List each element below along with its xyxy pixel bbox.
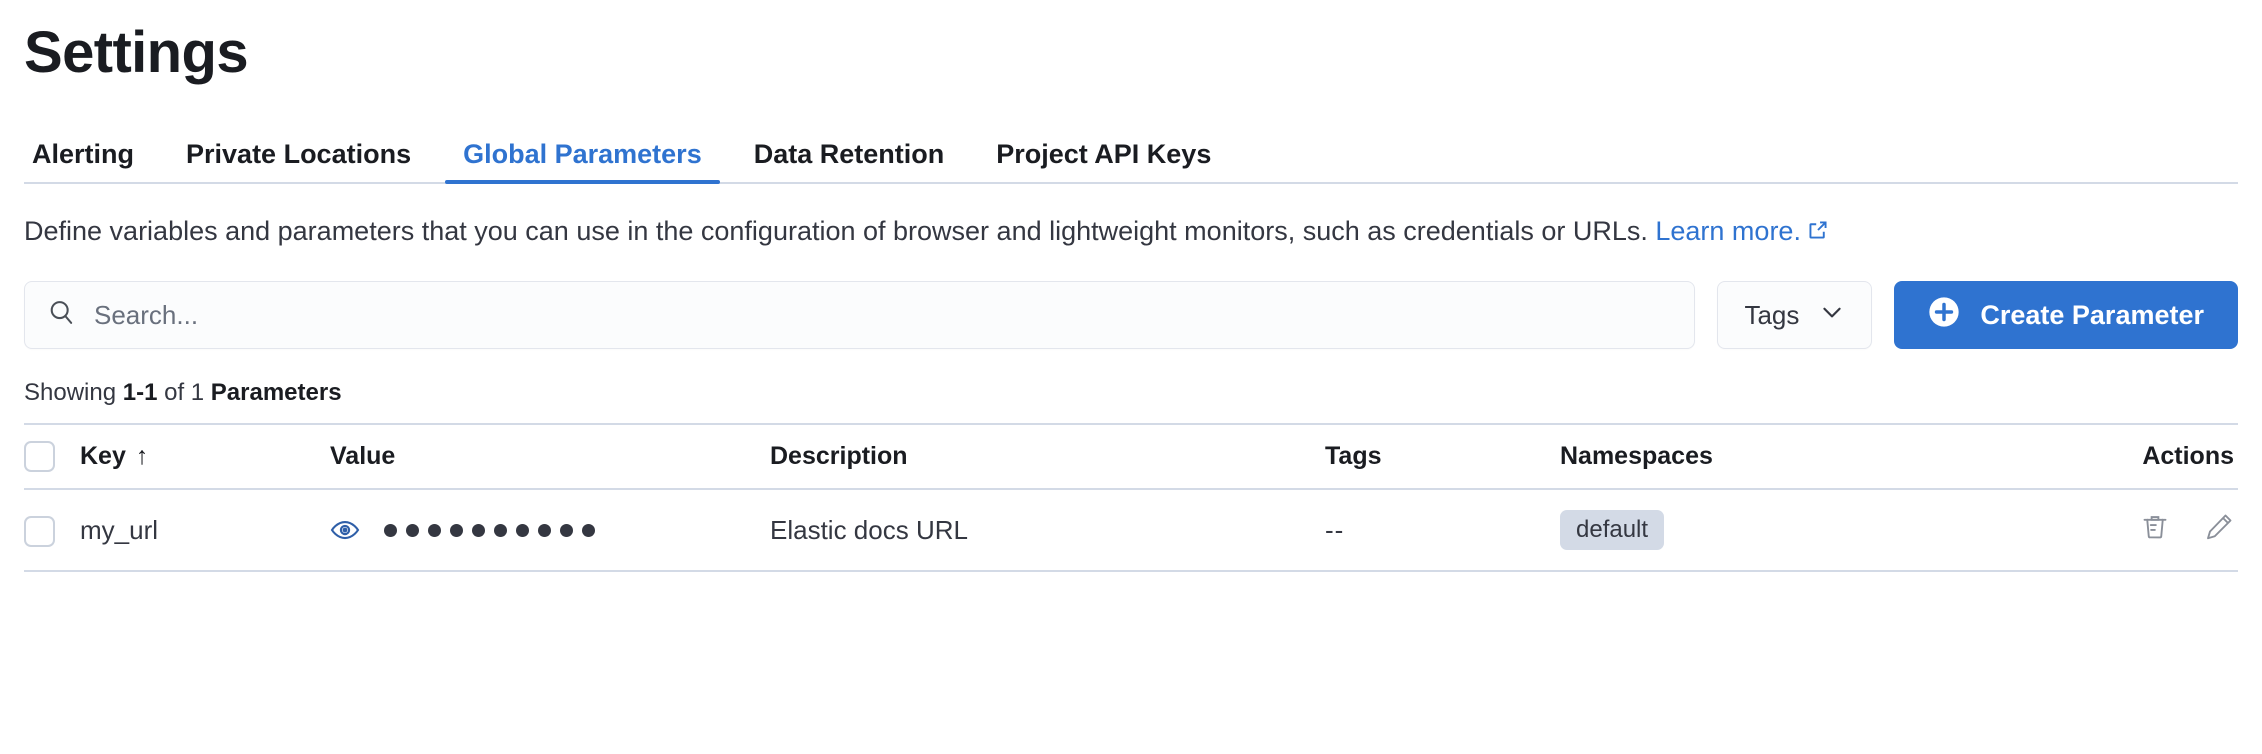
row-tags-cell: -- — [1325, 489, 1560, 573]
key-column-label: Key — [80, 442, 126, 471]
row-namespaces-cell: default — [1560, 489, 2135, 573]
row-actions-cell — [2135, 489, 2238, 573]
create-parameter-button[interactable]: Create Parameter — [1894, 281, 2238, 350]
tags-column-label: Tags — [1325, 442, 1382, 471]
results-prefix: Showing — [24, 379, 123, 407]
tab-private-locations[interactable]: Private Locations — [186, 139, 412, 169]
row-value-cell — [330, 489, 770, 573]
masked-value — [384, 523, 595, 537]
table-header-row: Key ↑ Value Description Tags Namespaces A… — [24, 423, 2238, 491]
row-select-cell — [24, 489, 80, 573]
actions-column-label: Actions — [2142, 442, 2234, 471]
tab-data-retention[interactable]: Data Retention — [753, 139, 945, 169]
learn-more-link[interactable]: Learn more. — [1655, 216, 1801, 246]
chevron-down-icon — [1819, 299, 1845, 332]
description-column-label: Description — [770, 442, 908, 471]
page-title: Settings — [24, 20, 249, 85]
search-input[interactable] — [94, 282, 1673, 349]
tags-column-header: Tags — [1325, 423, 1560, 491]
external-link-icon — [1807, 215, 1829, 249]
tags-filter-button[interactable]: Tags — [1717, 281, 1873, 350]
row-key-cell: my_url — [80, 489, 330, 573]
pencil-icon[interactable] — [2204, 512, 2234, 542]
table-row: my_url — [24, 489, 2238, 573]
plus-circle-icon — [1928, 296, 1960, 335]
results-entity: Parameters — [210, 379, 342, 407]
tab-project-api-keys[interactable]: Project API Keys — [996, 139, 1212, 169]
tab-global-parameters[interactable]: Global Parameters — [437, 141, 728, 184]
namespace-badge: default — [1560, 510, 1665, 551]
search-icon — [47, 298, 76, 332]
eye-icon[interactable] — [330, 515, 360, 545]
tab-alerting[interactable]: Alerting — [32, 139, 135, 169]
row-checkbox[interactable] — [24, 515, 55, 547]
trash-icon[interactable] — [2140, 512, 2170, 542]
results-count: Showing 1-1 of 1 Parameters — [24, 379, 2238, 407]
row-description-cell: Elastic docs URL — [770, 489, 1325, 573]
value-column-label: Value — [330, 442, 396, 471]
namespaces-column-header: Namespaces — [1560, 423, 2135, 491]
results-middle: of 1 — [157, 379, 211, 407]
create-parameter-label: Create Parameter — [1980, 299, 2204, 330]
settings-tabs: Alerting Private Locations Global Parame… — [24, 122, 2238, 184]
description-text: Define variables and parameters that you… — [24, 216, 1656, 246]
value-column-header: Value — [330, 423, 770, 491]
results-range: 1-1 — [122, 379, 158, 407]
select-all-checkbox[interactable] — [24, 441, 55, 473]
page-description: Define variables and parameters that you… — [24, 214, 2238, 249]
learn-more-label: Learn more. — [1655, 216, 1801, 246]
sort-ascending-icon: ↑ — [135, 442, 149, 471]
description-column-header: Description — [770, 423, 1325, 491]
select-all-header — [24, 423, 80, 491]
search-field[interactable] — [24, 281, 1696, 350]
parameters-table: Key ↑ Value Description Tags Namespaces A… — [24, 423, 2238, 573]
controls-row: Tags Create Parameter — [24, 281, 2238, 350]
tags-filter-label: Tags — [1744, 299, 1800, 330]
actions-column-header: Actions — [2135, 423, 2238, 491]
namespaces-column-label: Namespaces — [1560, 442, 1713, 471]
key-column-header[interactable]: Key ↑ — [80, 423, 330, 491]
